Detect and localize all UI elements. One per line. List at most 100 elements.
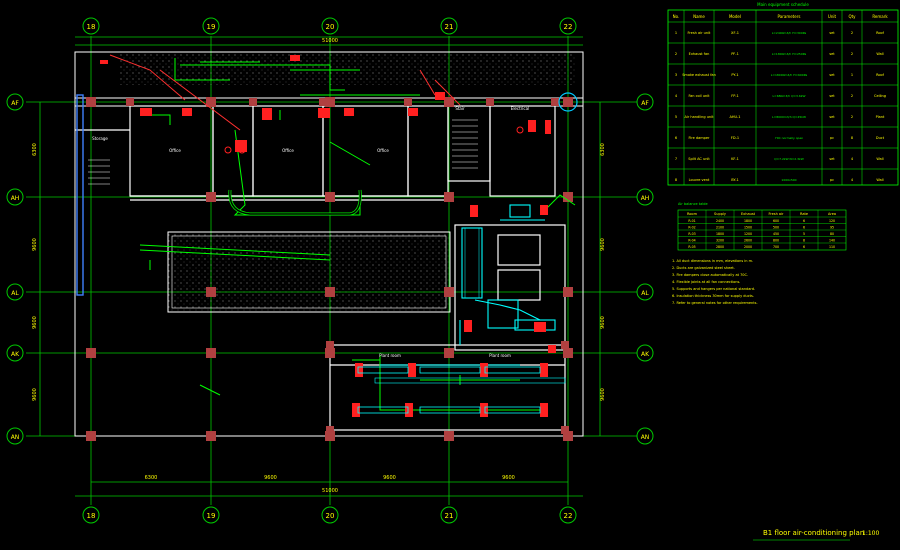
note-line: 3. Fire dampers close automatically at 7… [672,273,748,277]
column [444,192,454,202]
table-cell: Wall [876,157,883,161]
diffuser [516,126,524,134]
axis-bubble-22-bottom: 22 [559,506,577,524]
column [444,287,454,297]
note-line: 1. All duct dimensions in mm, elevations… [672,259,753,263]
small-table-cell: 6 [803,219,805,223]
column [551,98,559,106]
table-cell: set [829,73,835,77]
axis-label: 21 [445,23,454,31]
duct-branch [357,406,409,414]
axis-label: AH [11,195,20,202]
table-cell: Ceiling [874,94,886,98]
axis-label: 21 [445,512,454,520]
axis-label: 19 [207,23,216,31]
table-header: No. [673,14,680,19]
equipment-unit [464,320,472,332]
table-cell: set [829,94,835,98]
equipment-unit [470,205,478,217]
table-cell: Duct [876,136,885,140]
column [86,431,96,441]
table-frame [667,9,899,186]
equipment-unit [540,363,548,377]
small-table-cell: 140 [829,239,835,243]
equipment-unit [405,403,413,417]
room-label: Storage [92,136,108,141]
table-cell: 5 [675,115,677,119]
structural-columns [86,92,578,441]
axis-bubble-18-bottom: 18 [82,506,100,524]
column [561,341,569,349]
equipment-unit [435,92,445,100]
duct-branch [484,366,541,374]
column [563,348,573,358]
bay-dim-right: 9600 [600,238,606,251]
bay-dim: 6300 [145,475,158,481]
small-table-cell: 1800 [744,219,752,223]
table-cell: L=18000m3/h H=600Pa [771,73,808,77]
column [126,98,134,106]
column [206,431,216,441]
bay-dim-left: 9600 [32,238,38,251]
axis-label: AL [641,290,649,297]
note-line: 2. Ducts are galvanized steel sheet. [672,266,735,270]
title-block: B1 floor air-conditioning plan 1:100 [753,529,879,541]
axis-label: 18 [87,23,96,31]
axis-bubble-19-bottom: 19 [202,506,220,524]
equipment-unit [408,108,418,116]
duct-branch [419,366,481,374]
equipment-unit [352,403,360,417]
small-table-cell: 5 [803,232,805,236]
table-cell: XF-1 [731,31,739,35]
axis-label: 18 [87,512,96,520]
table-cell: set [829,52,835,56]
table-cell: Q=7.2kW N=2.3kW [774,157,804,161]
table-header: Remark [872,14,888,19]
column [563,431,573,441]
small-table-cell: 2600 [744,239,752,243]
drawing-scale: 1:100 [862,530,879,537]
axis-bubble-AN-right: AN [636,427,654,445]
axis-bubble-AK-left: AK [6,344,24,362]
equipment-unit [548,345,556,353]
axis-label: 20 [326,23,335,31]
table-cell: Split AC unit [688,157,710,161]
equipment-unit [140,108,152,116]
equipment-unit [545,120,551,134]
equipment-units [100,55,556,417]
column [206,287,216,297]
small-table-header: Fresh air [769,212,785,216]
small-table-cell: 1800 [716,232,724,236]
small-table-cell: 1200 [744,232,752,236]
small-table-cell: 2400 [716,219,724,223]
bay-dim-right: 9600 [600,388,606,401]
equipment-unit [182,108,192,116]
small-table-cell: R-01 [688,219,695,223]
column [444,97,454,107]
small-table-cell: 6 [803,226,805,230]
table-cell: FD-1 [731,136,739,140]
small-table-cell: 95 [830,226,834,230]
small-table-cell: 110 [829,245,835,249]
axis-bubble-18-top: 18 [82,17,100,35]
table-cell: 4 [675,94,678,98]
column [561,426,569,434]
column [325,192,335,202]
room-label: Stair [455,106,465,111]
small-table-header: Room [687,212,698,216]
axis-bubble-19-top: 19 [202,17,220,35]
table-cell: pc [830,136,834,140]
small-table-cell: R-03 [688,232,695,236]
small-table-cell: 8 [803,239,805,243]
bay-dim-left: 6300 [32,143,38,156]
axis-bubble-22-top: 22 [559,17,577,35]
axis-bubble-20-top: 20 [321,17,339,35]
equipment-unit [318,108,330,118]
column [326,341,334,349]
equipment-unit [540,205,548,215]
table-cell: set [829,115,835,119]
room-label: Electrical [511,106,529,111]
equipment-unit [408,363,416,377]
